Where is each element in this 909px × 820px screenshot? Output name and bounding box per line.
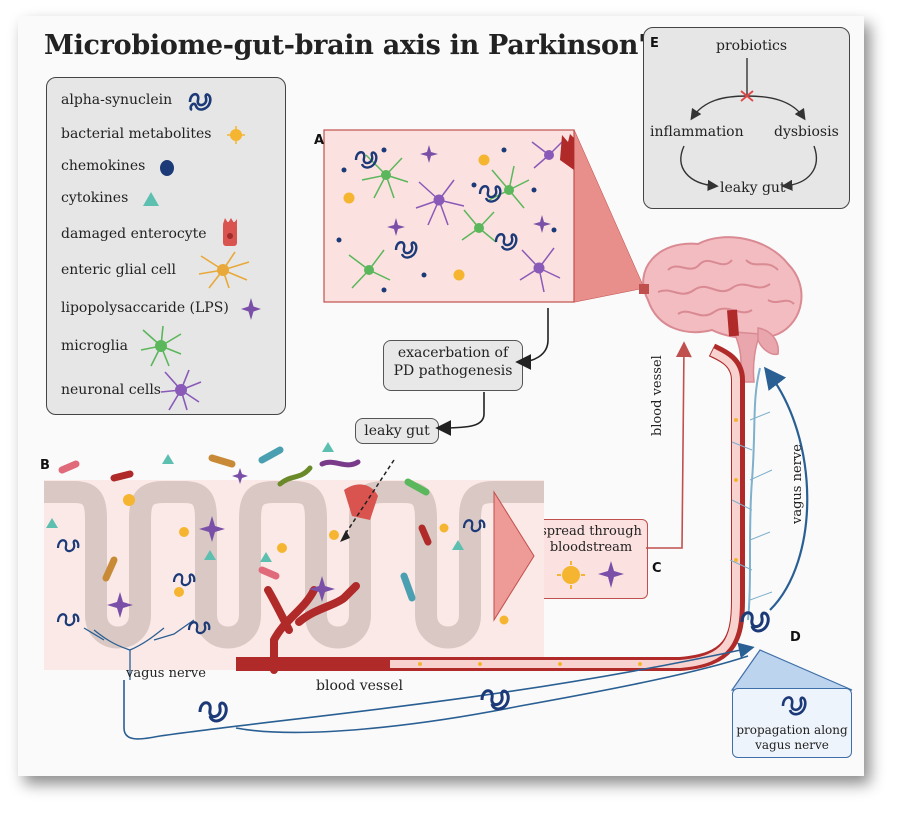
exacerbation-box: exacerbation of PD pathogenesis <box>383 340 523 391</box>
legend-item-cytokines: cytokines <box>61 190 159 206</box>
legend-item-microglia: microglia <box>61 325 182 367</box>
propagation-synuclein-icon <box>781 696 807 716</box>
neuronal-cell-icon <box>160 369 202 411</box>
leaky-gut-box: leaky gut <box>355 418 439 444</box>
legend-item-enteric-glial-cell: enteric glial cell <box>61 251 250 289</box>
legend-item-alpha-synuclein: alpha-synuclein <box>61 92 212 112</box>
alpha-synuclein-icon <box>188 92 212 112</box>
probiotics-label: probiotics <box>716 38 788 54</box>
brain-illustration <box>639 236 803 383</box>
spread-icons <box>557 561 624 589</box>
propagation-wedge <box>730 649 853 691</box>
legend-item-bacterial-metabolites: bacterial metabolites <box>61 126 245 144</box>
spread-bloodstream-box: spread through bloodstream <box>534 519 648 599</box>
inflammation-label: inflammation <box>650 124 744 140</box>
panel-e-box: E probiotics inflammation dysbiosis leak… <box>643 27 850 209</box>
blood-vessel-vertical-label: blood vessel <box>650 355 665 436</box>
blood-vessel-horizontal-label: blood vessel <box>316 678 404 694</box>
panel-e-letter: E <box>650 36 659 51</box>
panel-c-letter: C <box>652 561 662 576</box>
vagus-nerve-vertical-label: vagus nerve <box>790 444 805 524</box>
legend-box: alpha-synuclein bacterial metabolites ch… <box>46 77 286 415</box>
legend-item-damaged-enterocyte: damaged enterocyte <box>61 218 237 246</box>
gut-lining-illustration <box>44 442 544 680</box>
propagation-box: propagation along vagus nerve <box>732 688 852 758</box>
bacterial-metabolite-icon <box>227 126 245 144</box>
panel-b-letter: B <box>40 458 50 473</box>
legend-item-neuronal-cells: neuronal cells <box>61 369 202 411</box>
lps-icon <box>241 298 261 320</box>
gut-zoom-wedge <box>493 490 535 622</box>
cytokine-icon <box>143 192 159 206</box>
damaged-enterocyte-icon <box>223 218 237 246</box>
panel-d-letter: D <box>790 630 801 645</box>
enteric-glial-cell-icon <box>198 251 250 289</box>
panel-a-letter: A <box>314 133 325 148</box>
vagus-nerve-horizontal-label: vagus nerve <box>126 666 206 681</box>
panel-a-brain-tissue <box>323 129 645 303</box>
microglia-icon <box>140 325 182 367</box>
panel-e-leaky-gut-label: leaky gut <box>720 180 786 196</box>
panel-e-cycle-arrows <box>680 58 818 191</box>
dysbiosis-label: dysbiosis <box>774 124 839 140</box>
legend-item-lps: lipopolysaccaride (LPS) <box>61 298 261 320</box>
chemokine-icon <box>160 160 174 176</box>
legend-item-chemokines: chemokines <box>61 158 174 176</box>
